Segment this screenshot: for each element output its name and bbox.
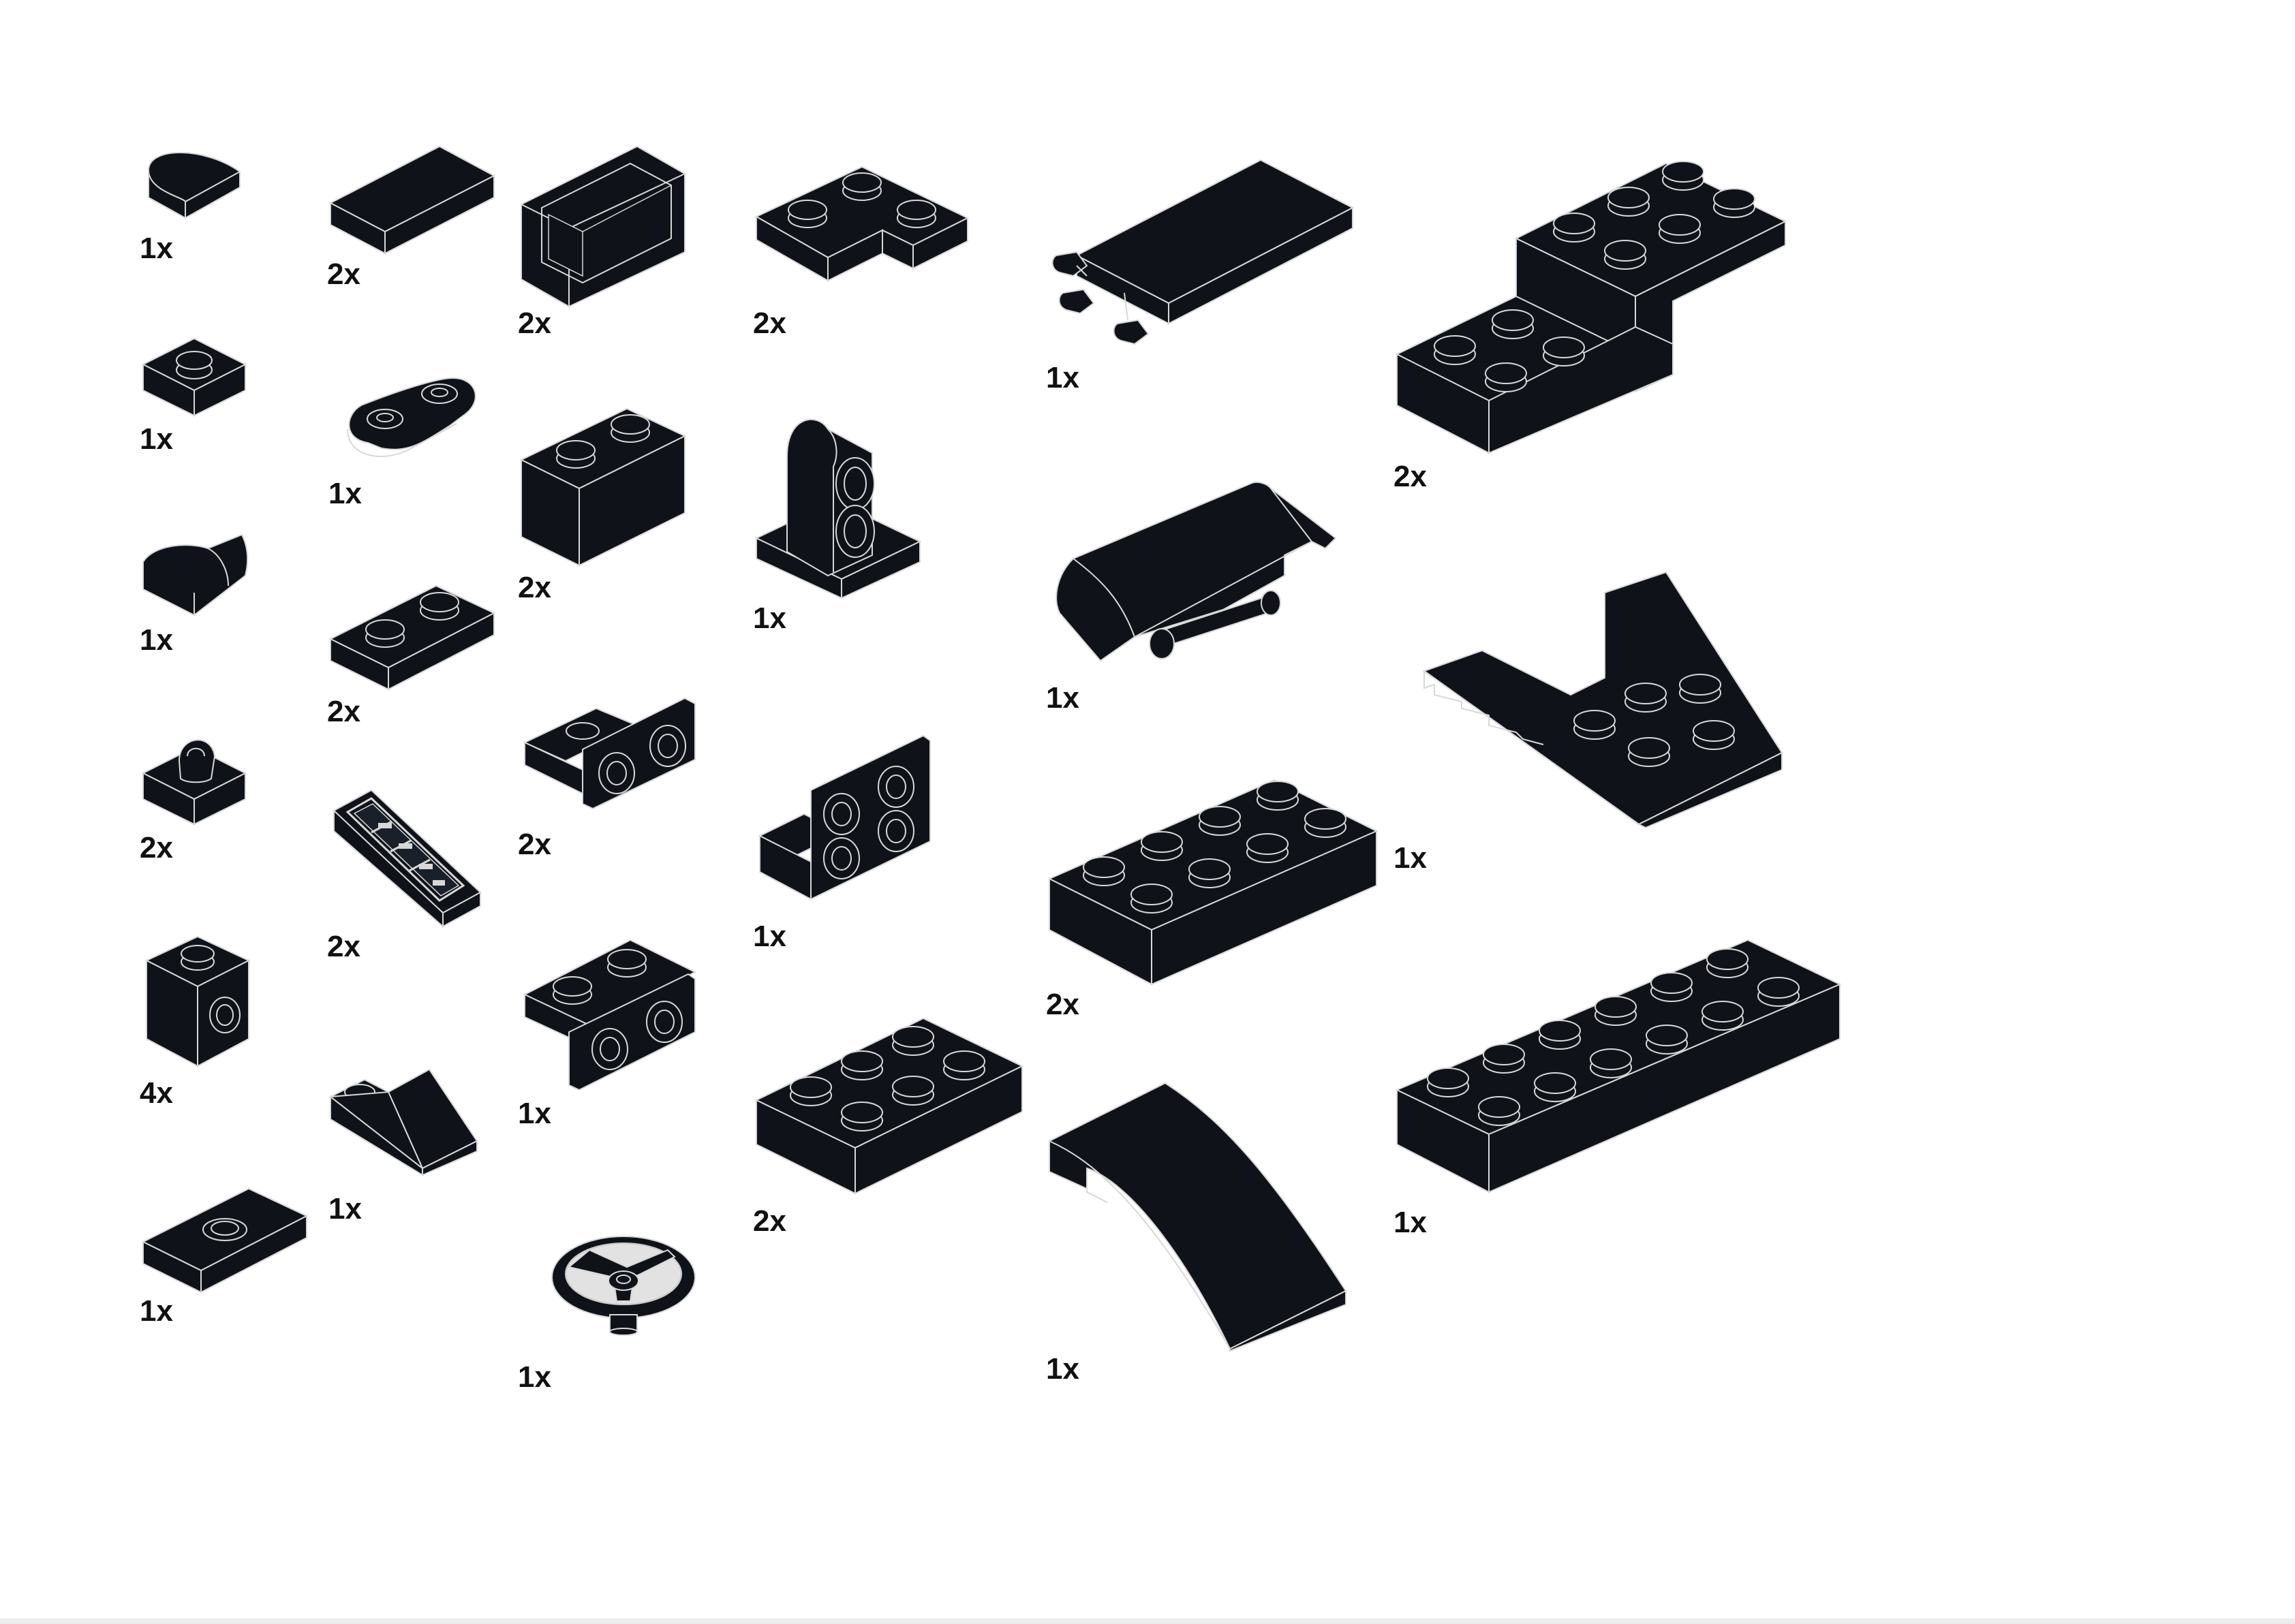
- quantity-label: 2x: [140, 831, 173, 864]
- tile-1x2-drawing: [328, 145, 496, 255]
- quantity-label: 1x: [140, 422, 173, 456]
- plate-1x2-drawing: [328, 584, 496, 691]
- bracket-1x2-drawing: [523, 939, 697, 1091]
- quantity-label: 2x: [327, 695, 360, 728]
- wedge-plate-drawing: [1422, 571, 1783, 829]
- quantity-label: 1x: [1393, 841, 1427, 875]
- quantity-label: 2x: [753, 307, 786, 340]
- quantity-label: 2x: [327, 930, 360, 963]
- quantity-label: 1x: [328, 477, 362, 510]
- steering-wheel-drawing: [551, 1236, 696, 1336]
- quantity-label: 2x: [327, 257, 360, 291]
- quantity-label: 1x: [518, 1360, 551, 1394]
- quantity-label: 1x: [1393, 1206, 1427, 1239]
- quantity-label: 1x: [328, 1192, 362, 1225]
- plate-1x1-drawing: [141, 337, 247, 417]
- plate-2x6-drawing: [1047, 779, 1378, 986]
- quantity-label: 2x: [1046, 988, 1079, 1021]
- bracket-1x2-inverted-drawing: [523, 697, 696, 810]
- bracket-1x2-2x2-drawing: [758, 734, 931, 901]
- technic-pin-holder-drawing: [754, 418, 922, 599]
- brick-1x2-drawing: [519, 407, 687, 567]
- quantity-label: 1x: [518, 1097, 551, 1130]
- quantity-label: 2x: [518, 307, 551, 340]
- quantity-label: 4x: [140, 1076, 173, 1110]
- windscreen-hinge-drawing: [1056, 482, 1337, 662]
- quantity-label: 2x: [753, 1204, 786, 1238]
- slope-1x2-drawing: [328, 1068, 478, 1176]
- printed-slope-grille-drawing: [333, 789, 482, 928]
- tile-2x4-clips-drawing: [1051, 159, 1355, 345]
- quantity-label: 2x: [518, 571, 551, 604]
- quantity-label: 1x: [140, 623, 173, 657]
- curved-slope-1x1-drawing: [142, 533, 249, 616]
- quantity-label: 1x: [1046, 361, 1079, 394]
- jumper-plate-1x2-drawing: [141, 1187, 309, 1294]
- page-bottom-edge: [0, 1619, 2295, 1624]
- brick-1x1-side-stud-drawing: [144, 935, 251, 1067]
- plate-1x2-rounded-drawing: [347, 377, 476, 457]
- quantity-label: 1x: [753, 920, 786, 953]
- plate-2x4-drawing: [754, 1017, 1024, 1195]
- quantity-label: 1x: [140, 232, 173, 265]
- quantity-label: 1x: [1046, 1352, 1079, 1386]
- panel-1x2x1-drawing: [521, 145, 686, 308]
- plate-2x8-drawing: [1395, 939, 1842, 1193]
- plate-2x2-corner-drawing: [754, 166, 970, 282]
- round-tile-1x1-drawing: [148, 152, 241, 219]
- quantity-label: 2x: [1393, 460, 1427, 493]
- plate-1x1-clip-drawing: [141, 739, 247, 826]
- curved-slope-2x4-drawing: [1049, 1082, 1347, 1352]
- quantity-label: 1x: [1046, 681, 1079, 715]
- quantity-label: 1x: [140, 1294, 173, 1328]
- quantity-label: 1x: [753, 602, 786, 635]
- quantity-label: 2x: [518, 828, 551, 861]
- bracket-plate-raised-drawing: [1395, 161, 1787, 454]
